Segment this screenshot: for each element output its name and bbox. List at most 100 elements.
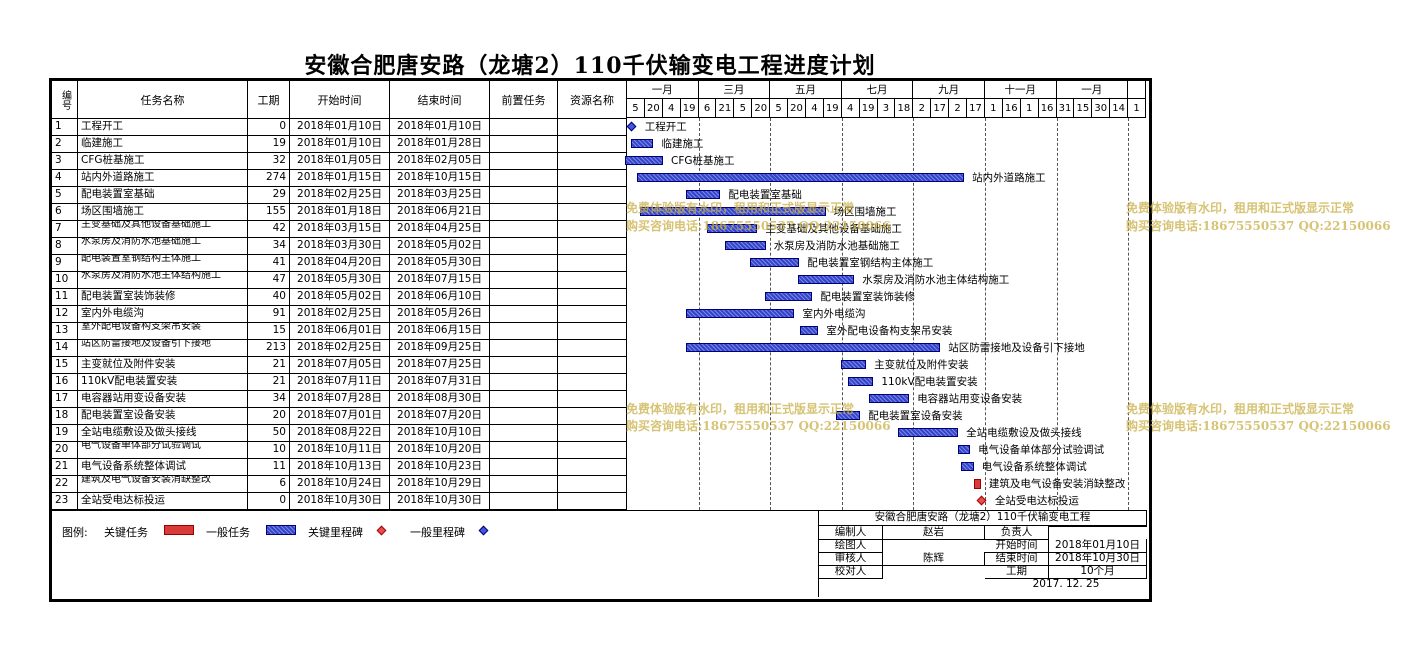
task-end: 2018年07月31日 — [390, 373, 490, 390]
task-resource — [558, 203, 627, 220]
task-end: 2018年01月10日 — [390, 118, 490, 135]
task-duration: 274 — [248, 169, 290, 186]
task-predecessor — [490, 441, 558, 458]
watermark-text: 免费体验版有水印，租用和正式版显示正常 — [1126, 402, 1355, 416]
task-num: 4 — [52, 169, 78, 186]
task-start: 2018年08月22日 — [290, 424, 390, 441]
task-resource — [558, 390, 627, 407]
task-end: 2018年07月15日 — [390, 271, 490, 288]
task-name: 配电装置室钢结构主体施工 — [78, 254, 248, 271]
task-num: 7 — [52, 220, 78, 237]
task-resource — [558, 271, 627, 288]
task-predecessor — [490, 424, 558, 441]
task-end: 2018年10月23日 — [390, 458, 490, 475]
task-duration: 21 — [248, 373, 290, 390]
task-bar-label: 配电装置室装饰装修 — [820, 290, 915, 303]
timeline-month-label: 三月 — [698, 81, 771, 99]
timeline-day-label: 1 — [1128, 99, 1146, 118]
task-bar — [764, 291, 813, 301]
task-start: 2018年07月05日 — [290, 356, 390, 373]
info-date: 2017. 12. 25 — [1032, 578, 1100, 590]
task-num: 13 — [52, 322, 78, 339]
task-resource — [558, 492, 627, 509]
timeline-day-label: 20 — [644, 99, 663, 118]
task-bar — [630, 138, 654, 148]
task-duration: 21 — [248, 356, 290, 373]
task-num: 23 — [52, 492, 78, 509]
task-bar — [685, 308, 795, 318]
task-start: 2018年05月02日 — [290, 288, 390, 305]
header-start: 开始时间 — [290, 81, 390, 118]
task-num: 1 — [52, 118, 78, 135]
timeline-day-label: 4 — [841, 99, 860, 118]
task-bar-label: 电气设备单体部分试验调试 — [978, 443, 1105, 456]
task-resource — [558, 339, 627, 356]
task-name: 110kV配电装置安装 — [78, 373, 248, 390]
task-end: 2018年05月26日 — [390, 305, 490, 322]
task-end: 2018年02月05日 — [390, 152, 490, 169]
timeline-day-label: 14 — [1110, 99, 1129, 118]
task-name: 电容器站用变设备安装 — [78, 390, 248, 407]
task-end: 2018年10月30日 — [390, 492, 490, 509]
task-duration: 213 — [248, 339, 290, 356]
task-duration: 34 — [248, 390, 290, 407]
task-duration: 15 — [248, 322, 290, 339]
task-start: 2018年10月24日 — [290, 475, 390, 492]
timeline-day-label: 2 — [913, 99, 932, 118]
task-name: 配电装置室装饰装修 — [78, 288, 248, 305]
task-num: 21 — [52, 458, 78, 475]
task-resource — [558, 475, 627, 492]
task-resource — [558, 458, 627, 475]
info-prepared-label: 编制人 — [819, 526, 883, 540]
header-name: 任务名称 — [78, 81, 248, 118]
task-bar-label: 电容器站用变设备安装 — [917, 392, 1023, 405]
task-num: 2 — [52, 135, 78, 152]
task-bar-label: 配电装置室基础 — [728, 188, 802, 201]
timeline-month-label: 七月 — [841, 81, 914, 99]
header-end: 结束时间 — [390, 81, 490, 118]
info-duration: 10个月 — [1049, 565, 1147, 579]
task-bar-label: 室内外电缆沟 — [802, 307, 866, 320]
task-bar — [836, 410, 861, 420]
legend-critical-milestone: 关键里程碑 — [308, 526, 363, 539]
task-num: 14 — [52, 339, 78, 356]
task-predecessor — [490, 152, 558, 169]
task-num: 10 — [52, 271, 78, 288]
task-predecessor — [490, 356, 558, 373]
task-start: 2018年04月20日 — [290, 254, 390, 271]
task-num: 12 — [52, 305, 78, 322]
task-bar-label: 场区围墙施工 — [833, 205, 897, 218]
watermark-text: 免费体验版有水印，租用和正式版显示正常 — [626, 201, 855, 215]
timeline-day-label: 15 — [1074, 99, 1093, 118]
info-reviewer: 陈辉 — [883, 552, 985, 566]
task-resource — [558, 237, 627, 254]
task-predecessor — [490, 237, 558, 254]
timeline-day-label: 19 — [823, 99, 842, 118]
timeline-day-label: 1 — [984, 99, 1003, 118]
task-name: 配电装置室设备安装 — [78, 407, 248, 424]
task-end: 2018年05月02日 — [390, 237, 490, 254]
timeline-day-label: 17 — [931, 99, 950, 118]
task-bar — [841, 359, 867, 369]
project-info-table: 安徽合肥唐安路（龙塘2）110千伏输变电工程 编制人 赵岩 负责人 绘图人 开始… — [818, 510, 1147, 597]
timeline-day-label: 6 — [698, 99, 717, 118]
task-resource — [558, 254, 627, 271]
task-num: 17 — [52, 390, 78, 407]
timeline-day-label: 17 — [967, 99, 985, 118]
task-num: 3 — [52, 152, 78, 169]
task-predecessor — [490, 390, 558, 407]
task-duration: 41 — [248, 254, 290, 271]
task-num: 19 — [52, 424, 78, 441]
task-name: 室内外电缆沟 — [78, 305, 248, 322]
info-reviewer-label: 审核人 — [819, 552, 883, 566]
timeline-month-label: 十一月 — [984, 81, 1057, 99]
legend-normal-task-swatch — [266, 525, 296, 535]
task-bar-label: 室外配电设备构支架吊安装 — [826, 324, 953, 337]
task-predecessor — [490, 492, 558, 509]
task-duration: 91 — [248, 305, 290, 322]
task-start: 2018年06月01日 — [290, 322, 390, 339]
task-start: 2018年10月13日 — [290, 458, 390, 475]
